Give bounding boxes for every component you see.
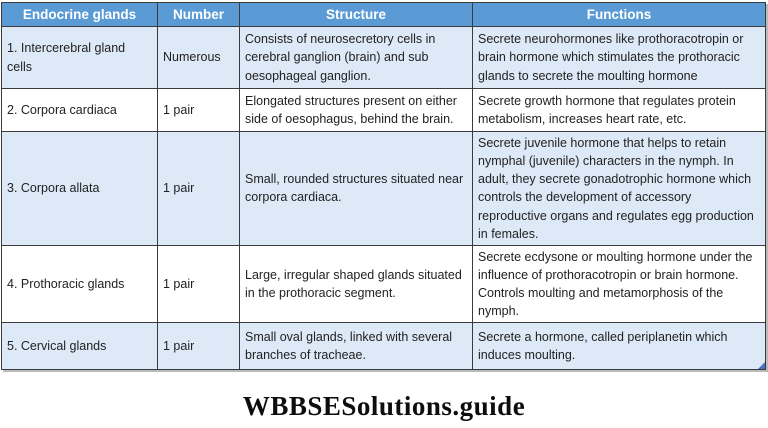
cell-number: 1 pair [157, 88, 240, 132]
table-row: 4. Prothoracic glands 1 pair Large, irre… [1, 244, 766, 324]
header-structure: Structure [239, 2, 473, 27]
cell-number: 1 pair [157, 244, 240, 324]
cell-structure: Small, rounded structures situated near … [239, 131, 473, 246]
cell-structure: Large, irregular shaped glands situated … [239, 244, 473, 324]
cell-number: Numerous [157, 26, 240, 89]
cell-gland: 5. Cervical glands [1, 322, 158, 371]
cell-gland: 3. Corpora allata [1, 131, 158, 246]
watermark-text: WBBSESolutions.guide [242, 391, 526, 422]
cell-functions: Secrete a hormone, called periplanetin w… [472, 322, 766, 371]
table-header-row: Endocrine glands Number Structure Functi… [1, 2, 766, 27]
cell-structure: Consists of neurosecretory cells in cere… [239, 26, 473, 89]
cell-functions: Secrete growth hormone that regulates pr… [472, 88, 766, 132]
table-row: 3. Corpora allata 1 pair Small, rounded … [1, 131, 766, 246]
cell-gland: 4. Prothoracic glands [1, 244, 158, 324]
cell-number: 1 pair [157, 322, 240, 371]
cell-functions: Secrete neurohormones like prothoracotro… [472, 26, 766, 89]
table-resize-handle-icon [758, 362, 765, 370]
header-functions: Functions [472, 2, 766, 27]
table-row: 1. Intercerebral gland cells Numerous Co… [1, 26, 766, 89]
cell-functions: Secrete ecdysone or moulting hormone und… [472, 244, 766, 324]
table: Endocrine glands Number Structure Functi… [1, 2, 766, 371]
cell-structure: Elongated structures present on either s… [239, 88, 473, 132]
table-row: 5. Cervical glands 1 pair Small oval gla… [1, 322, 766, 371]
cell-functions: Secrete juvenile hormone that helps to r… [472, 131, 766, 246]
table-row: 2. Corpora cardiaca 1 pair Elongated str… [1, 88, 766, 132]
cell-gland: 1. Intercerebral gland cells [1, 26, 158, 89]
endocrine-glands-table: Endocrine glands Number Structure Functi… [1, 2, 766, 371]
cell-structure: Small oval glands, linked with several b… [239, 322, 473, 371]
cell-gland: 2. Corpora cardiaca [1, 88, 158, 132]
header-endocrine-glands: Endocrine glands [1, 2, 158, 27]
cell-number: 1 pair [157, 131, 240, 246]
header-number: Number [157, 2, 240, 27]
